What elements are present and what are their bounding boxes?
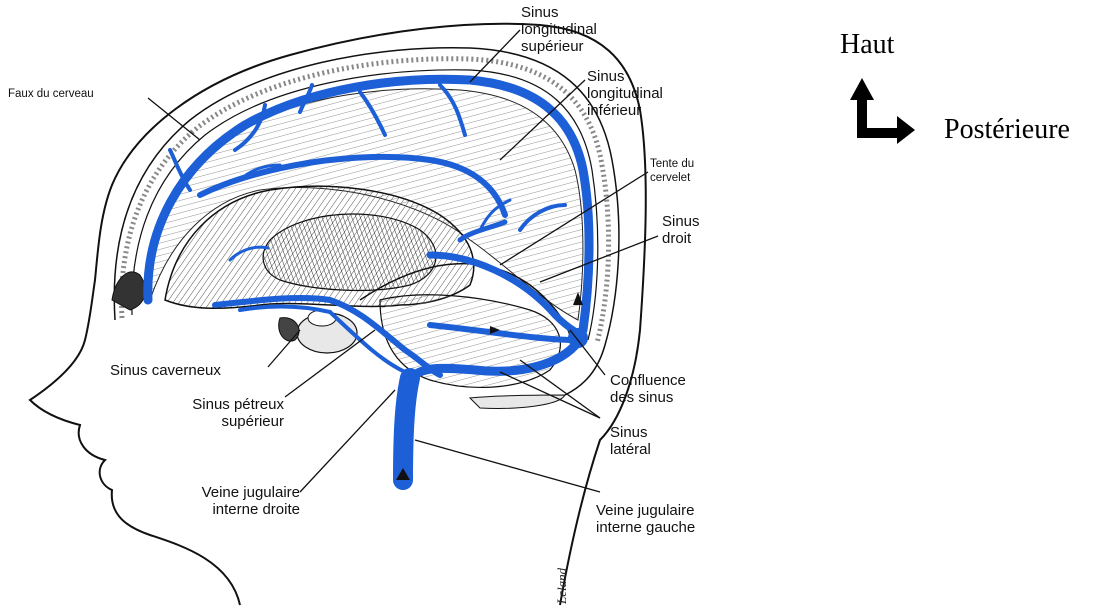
label-haut: Haut (840, 30, 894, 60)
label-sinus-droit: Sinus droit (662, 213, 700, 247)
jugular-vein (403, 378, 410, 480)
label-sinus-longitudinal-superieur: Sinus longitudinal supérieur (521, 4, 597, 55)
label-sinus-lateral: Sinus latéral (610, 424, 651, 458)
label-posterieure: Postérieure (944, 115, 1070, 145)
label-tente-du-cervelet: Tente du cervelet (650, 157, 694, 185)
label-faux-du-cerveau: Faux du cerveau (8, 87, 94, 101)
label-veine-jugulaire-interne-gauche: Veine jugulaire interne gauche (596, 502, 695, 536)
label-sinus-caverneux: Sinus caverneux (110, 362, 221, 379)
label-sinus-longitudinal-inferieur: Sinus longitudinal inférieur (587, 68, 663, 119)
label-sinus-petreux-superieur: Sinus pétreux supérieur (172, 396, 284, 430)
artist-signature: Leland (554, 568, 570, 604)
orientation-arrow (850, 78, 915, 144)
label-veine-jugulaire-interne-droite: Veine jugulaire interne droite (140, 484, 300, 518)
label-confluence-des-sinus: Confluence des sinus (610, 372, 686, 406)
